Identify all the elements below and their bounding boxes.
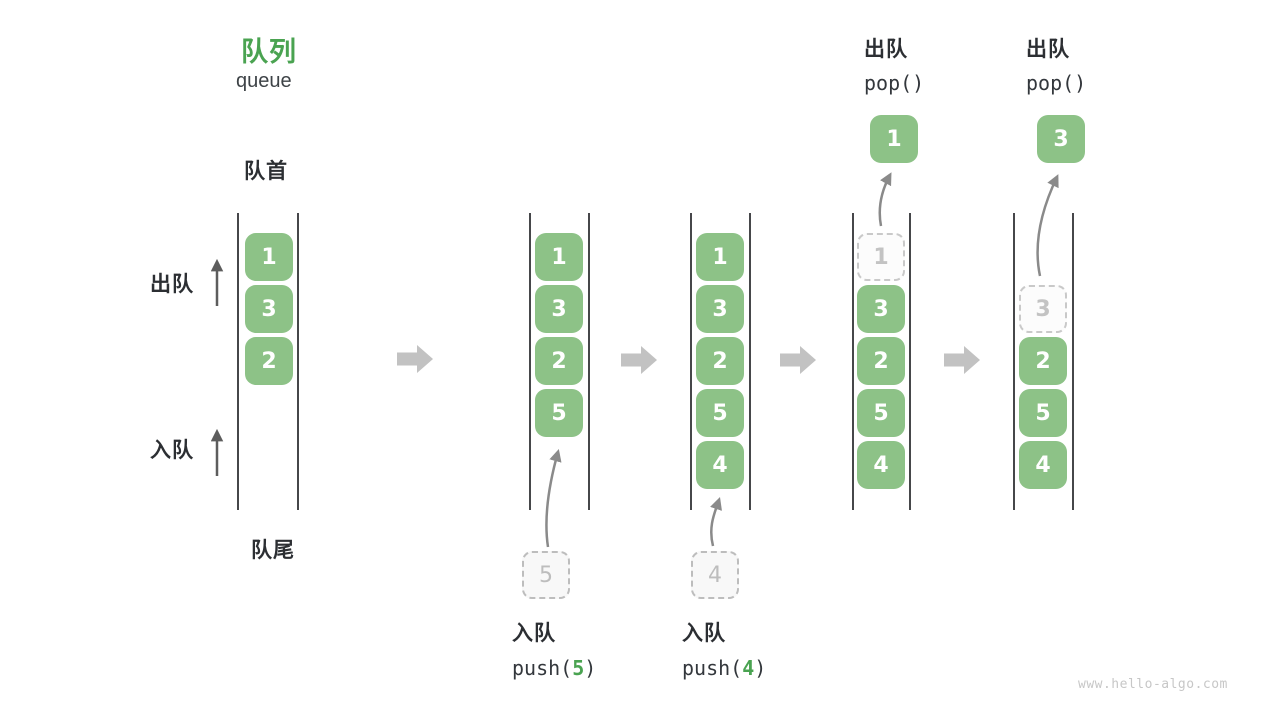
queue-item-box: 5 bbox=[1019, 389, 1067, 437]
push-4-caption: 入队 push(4) bbox=[682, 617, 766, 680]
push-5-caption: 入队 push(5) bbox=[512, 617, 596, 680]
queue-item-box: 2 bbox=[696, 337, 744, 385]
code-arg: 5 bbox=[572, 656, 585, 680]
queue-item-box: 4 bbox=[1019, 441, 1067, 489]
queue-item-box: 4 bbox=[696, 441, 744, 489]
pending-item-box: 5 bbox=[522, 551, 570, 599]
push-4-caption-label: 入队 bbox=[682, 622, 726, 645]
pop-1-caption-code: pop() bbox=[864, 71, 925, 95]
code-open: push( bbox=[512, 656, 573, 680]
queue-item-box: 2 bbox=[857, 337, 905, 385]
stage-arrow-icon bbox=[780, 346, 816, 374]
code-arg: 4 bbox=[742, 656, 755, 680]
queue-column-line bbox=[1072, 213, 1074, 510]
queue-rear-label: 队尾 bbox=[251, 539, 295, 562]
queue-column-line bbox=[1013, 213, 1015, 510]
pop-3-caption: 出队 pop() bbox=[1026, 33, 1086, 95]
push-5-caption-label: 入队 bbox=[512, 622, 556, 645]
pop-3-caption-label: 出队 bbox=[1026, 38, 1070, 61]
queue-column-line bbox=[690, 213, 692, 510]
pop-1-arrow-icon bbox=[878, 172, 892, 227]
queue-item-box: 2 bbox=[1019, 337, 1067, 385]
popped-item-box: 1 bbox=[870, 115, 918, 163]
queue-item-box: 5 bbox=[535, 389, 583, 437]
queue-item-box: 3 bbox=[696, 285, 744, 333]
queue-item-box: 2 bbox=[535, 337, 583, 385]
pending-item-box: 4 bbox=[691, 551, 739, 599]
queue-column-line bbox=[529, 213, 531, 510]
push-4-caption-code: push(4) bbox=[682, 656, 766, 680]
queue-item-box: 4 bbox=[857, 441, 905, 489]
pop-1-caption: 出队 pop() bbox=[864, 33, 924, 95]
queue-column-line bbox=[909, 213, 911, 510]
pop-3-arrow-icon bbox=[1036, 174, 1059, 277]
queue-column-line bbox=[852, 213, 854, 510]
queue-item-box: 2 bbox=[245, 337, 293, 385]
queue-item-box: 1 bbox=[535, 233, 583, 281]
queue-item-box: 3 bbox=[535, 285, 583, 333]
push-4-arrow-icon bbox=[710, 497, 722, 547]
stage-arrow-icon bbox=[621, 346, 657, 374]
queue-item-box: 1 bbox=[245, 233, 293, 281]
queue-item-ghost: 3 bbox=[1019, 285, 1067, 333]
dequeue-side-label: 出队 bbox=[150, 273, 194, 296]
queue-item-box: 5 bbox=[696, 389, 744, 437]
queue-item-box: 3 bbox=[245, 285, 293, 333]
code-close: ) bbox=[754, 656, 767, 680]
enqueue-side-label: 入队 bbox=[150, 439, 194, 462]
diagram-title-en: queue bbox=[236, 70, 292, 92]
popped-item-box: 3 bbox=[1037, 115, 1085, 163]
site-watermark: www.hello-algo.com bbox=[1078, 677, 1228, 692]
stage-arrow-icon bbox=[944, 346, 980, 374]
queue-item-box: 3 bbox=[857, 285, 905, 333]
queue-item-box: 5 bbox=[857, 389, 905, 437]
code-close: ) bbox=[584, 656, 597, 680]
queue-column-line bbox=[749, 213, 751, 510]
queue-front-label: 队首 bbox=[244, 160, 288, 183]
queue-column-line bbox=[237, 213, 239, 510]
queue-column-line bbox=[588, 213, 590, 510]
pop-1-caption-label: 出队 bbox=[864, 38, 908, 61]
code-open: push( bbox=[682, 656, 743, 680]
queue-item-ghost: 1 bbox=[857, 233, 905, 281]
push-5-arrow-icon bbox=[545, 448, 562, 548]
queue-item-box: 1 bbox=[696, 233, 744, 281]
pop-3-caption-code: pop() bbox=[1026, 71, 1087, 95]
stage-arrow-icon bbox=[397, 345, 433, 373]
diagram-title-zh: 队列 bbox=[241, 37, 297, 67]
queue-column-line bbox=[297, 213, 299, 510]
push-5-caption-code: push(5) bbox=[512, 656, 596, 680]
